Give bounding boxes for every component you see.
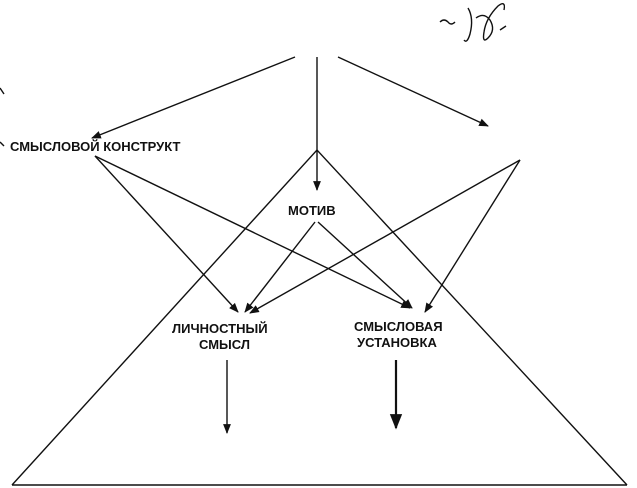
construct-left-tick (0, 141, 5, 147)
edge-mark (0, 87, 5, 95)
arrow-right-to-meaning-set (424, 159, 521, 313)
arrow-top-left (91, 56, 296, 139)
arrow-top-right (337, 56, 489, 127)
arrow-motive-to-meaning-set (317, 221, 413, 309)
arrow-construct-to-personal-meaning (94, 155, 239, 313)
arrow-right-to-personal-meaning (249, 159, 521, 314)
handwriting-scribble (439, 3, 507, 42)
triangle-outline (11, 148, 628, 486)
label-personal-meaning-line1: ЛИЧНОСТНЫЙ (172, 321, 268, 336)
label-semantic-construct: СМЫСЛОВОЙ КОНСТРУКТ (10, 139, 180, 154)
label-meaning-set-line2: УСТАНОВКА (357, 335, 437, 350)
label-meaning-set-line1: СМЫСЛОВАЯ (354, 319, 443, 334)
arrow-construct-to-meaning-set (94, 155, 411, 309)
arrow-motive-to-personal-meaning (244, 221, 316, 313)
label-motive: МОТИВ (288, 203, 336, 218)
label-personal-meaning-line2: СМЫСЛ (199, 337, 250, 352)
